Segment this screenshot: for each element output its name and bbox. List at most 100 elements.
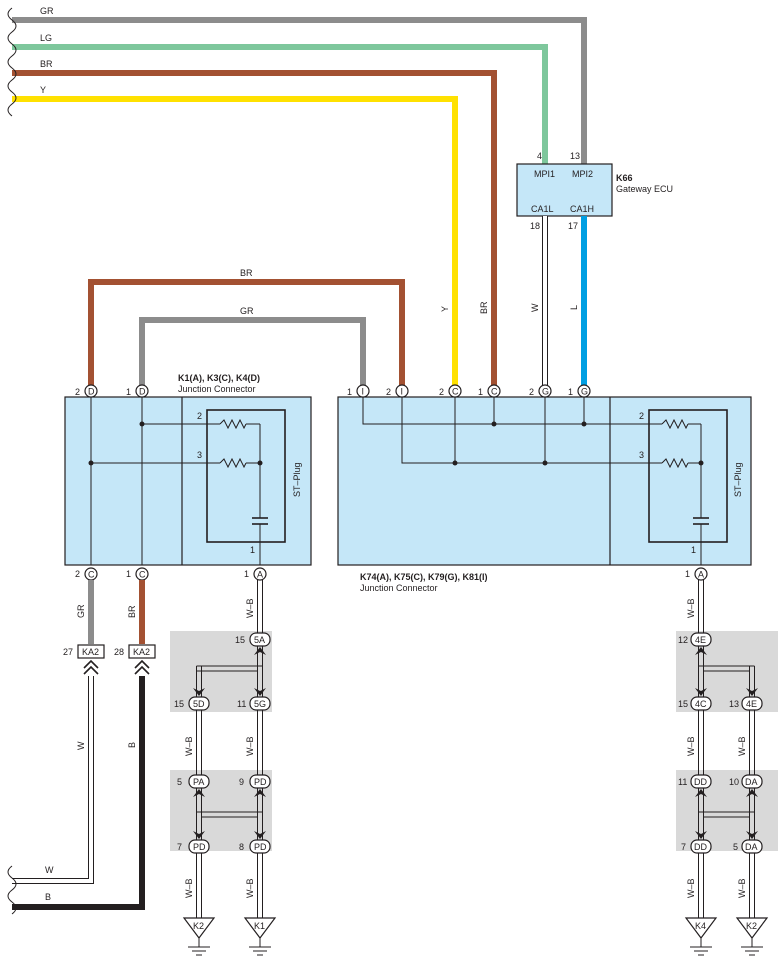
pin-letter: G bbox=[542, 387, 549, 397]
splice-pin-5d: 15 5D bbox=[174, 696, 210, 711]
pin-num: 15 bbox=[174, 699, 184, 709]
ground-label: K2 bbox=[746, 921, 757, 931]
jc-right-subtitle: Junction Connector bbox=[360, 583, 438, 593]
ground-k4[interactable]: K4 bbox=[684, 917, 718, 956]
pin-label: 4E bbox=[746, 699, 757, 709]
pin-circle bbox=[577, 384, 591, 398]
wire-label-w-down: W bbox=[76, 741, 86, 750]
wire-label-b-down: B bbox=[127, 742, 137, 748]
wire-break-marks-bottom bbox=[7, 865, 17, 915]
ecu-pin-name-ca1l: CA1L bbox=[531, 204, 554, 214]
wire-label-br-link: BR bbox=[240, 268, 253, 278]
pin-oval bbox=[188, 696, 210, 711]
pin-num: 7 bbox=[177, 842, 182, 852]
pin-num: 1 bbox=[568, 387, 573, 397]
ka2-connector-28[interactable]: 28 KA2 bbox=[114, 644, 156, 675]
jc-right-top-pin-c2: 2 C bbox=[439, 384, 462, 398]
pin-label: PA bbox=[193, 777, 204, 787]
wire-break-marks bbox=[7, 7, 17, 117]
wire-label-y: Y bbox=[40, 85, 46, 95]
ecu-pin-name-mpi2: MPI2 bbox=[572, 169, 593, 179]
ecu-pin-num-ca1l: 18 bbox=[530, 221, 540, 231]
pin-num: 2 bbox=[439, 387, 444, 397]
ecu-id: K66 bbox=[616, 173, 633, 183]
wb-label: W–B bbox=[686, 598, 696, 618]
wb-label: W–B bbox=[245, 598, 255, 618]
ground-k2-left[interactable]: K2 bbox=[182, 917, 216, 956]
ka2-pin-num: 28 bbox=[114, 647, 124, 657]
wire-label-w-bottom: W bbox=[45, 865, 54, 875]
ground-k2-right[interactable]: K2 bbox=[735, 917, 769, 956]
jc-right-top-pin-g1: 1 G bbox=[568, 384, 591, 398]
pin-num: 5 bbox=[177, 777, 182, 787]
wire-w-outline bbox=[12, 676, 94, 884]
splice-pin-4c: 15 4C bbox=[678, 696, 712, 711]
ecu-output-wires: W L Y BR bbox=[440, 216, 587, 388]
wire-label-l-vert: L bbox=[569, 305, 579, 310]
splice-pin-pd-9: 9 PD bbox=[239, 774, 271, 789]
splice-pin-da-5: 5 DA bbox=[733, 839, 763, 854]
ka2-label: KA2 bbox=[82, 647, 99, 657]
link-wires: BR GR bbox=[88, 268, 405, 388]
wb-label: W–B bbox=[184, 878, 194, 898]
jc-left-res-num-2: 2 bbox=[197, 411, 202, 421]
ground-triangle-icon bbox=[735, 917, 769, 939]
pin-num: 11 bbox=[678, 777, 687, 787]
ka2-connector-27[interactable]: 27 KA2 bbox=[63, 644, 105, 675]
ground-symbol-icon bbox=[249, 938, 271, 956]
pin-label: DD bbox=[694, 842, 707, 852]
ground-label: K4 bbox=[695, 921, 706, 931]
pin-oval bbox=[249, 774, 271, 789]
pin-label: DD bbox=[694, 777, 707, 787]
pin-label: PD bbox=[254, 777, 267, 787]
pin-num: 15 bbox=[678, 699, 688, 709]
ka2-chevron-icon bbox=[83, 665, 99, 675]
wire-label-b-bottom: B bbox=[45, 892, 51, 902]
ground-triangle-icon bbox=[182, 917, 216, 939]
junction-connector-left[interactable]: K1(A), K3(C), K4(D) Junction Connector S… bbox=[64, 373, 312, 581]
ground-chain-left: W–B W–B W–B W–B W–B 15 5A 15 5D 11 bbox=[170, 580, 277, 956]
ground-triangle-icon bbox=[684, 917, 718, 939]
pin-num: 2 bbox=[75, 569, 80, 579]
jc-left-title: K1(A), K3(C), K4(D) bbox=[178, 373, 260, 383]
ground-symbol-icon bbox=[188, 938, 210, 956]
pin-letter: C bbox=[88, 570, 95, 580]
pin-letter: C bbox=[452, 387, 459, 397]
jc-left-subtitle: Junction Connector bbox=[178, 384, 256, 394]
splice-pin-dd-11: 11 DD bbox=[678, 774, 712, 789]
junction-connector-right[interactable]: ST–Plug K74(A), K75(C), K79(G), K81(I) J… bbox=[337, 384, 752, 593]
pin-num: 1 bbox=[685, 569, 690, 579]
jc-right-bottom-pin-a1: 1 A bbox=[685, 567, 708, 581]
jc-right-node-5 bbox=[698, 460, 704, 466]
jc-right-cap-num: 1 bbox=[691, 545, 696, 555]
ka2-chevron-icon bbox=[134, 665, 150, 675]
pin-oval bbox=[690, 632, 712, 647]
jc-right-top-pin-i2: 2 I bbox=[386, 384, 409, 398]
flow-arrow-icons bbox=[695, 647, 758, 839]
top-wires: GR LG BR Y bbox=[7, 6, 587, 388]
pin-letter: I bbox=[362, 387, 365, 397]
pin-label: DA bbox=[745, 777, 758, 787]
pin-letter: A bbox=[698, 570, 704, 580]
splice-pin-dd-7: 7 DD bbox=[681, 839, 712, 854]
pin-num: 1 bbox=[126, 387, 131, 397]
ka2-wires: GR BR 27 KA2 28 KA2 W B W B bbox=[7, 580, 156, 915]
pin-num: 8 bbox=[239, 842, 244, 852]
splice-pin-pa: 5 PA bbox=[177, 774, 210, 789]
gateway-ecu[interactable]: 4 13 MPI1 MPI2 CA1L CA1H 18 17 K66 Gatew… bbox=[516, 151, 673, 231]
wb-label: W–B bbox=[737, 736, 747, 756]
ecu-pin-num-ca1h: 17 bbox=[568, 221, 578, 231]
wire-label-y-vert: Y bbox=[440, 306, 450, 312]
ka2-label: KA2 bbox=[133, 647, 150, 657]
pin-oval bbox=[188, 839, 210, 854]
ground-k1[interactable]: K1 bbox=[243, 917, 277, 956]
wb-label: W–B bbox=[184, 736, 194, 756]
wb-label: W–B bbox=[245, 878, 255, 898]
jc-left-top-pin-d2: 2 D bbox=[75, 384, 98, 398]
pin-num: 1 bbox=[126, 569, 131, 579]
pin-num: 10 bbox=[729, 777, 739, 787]
wire-label-w-vert: W bbox=[530, 303, 540, 312]
jc-right-res-num-3: 3 bbox=[639, 450, 644, 460]
ka2-chevron-icon bbox=[134, 659, 150, 669]
